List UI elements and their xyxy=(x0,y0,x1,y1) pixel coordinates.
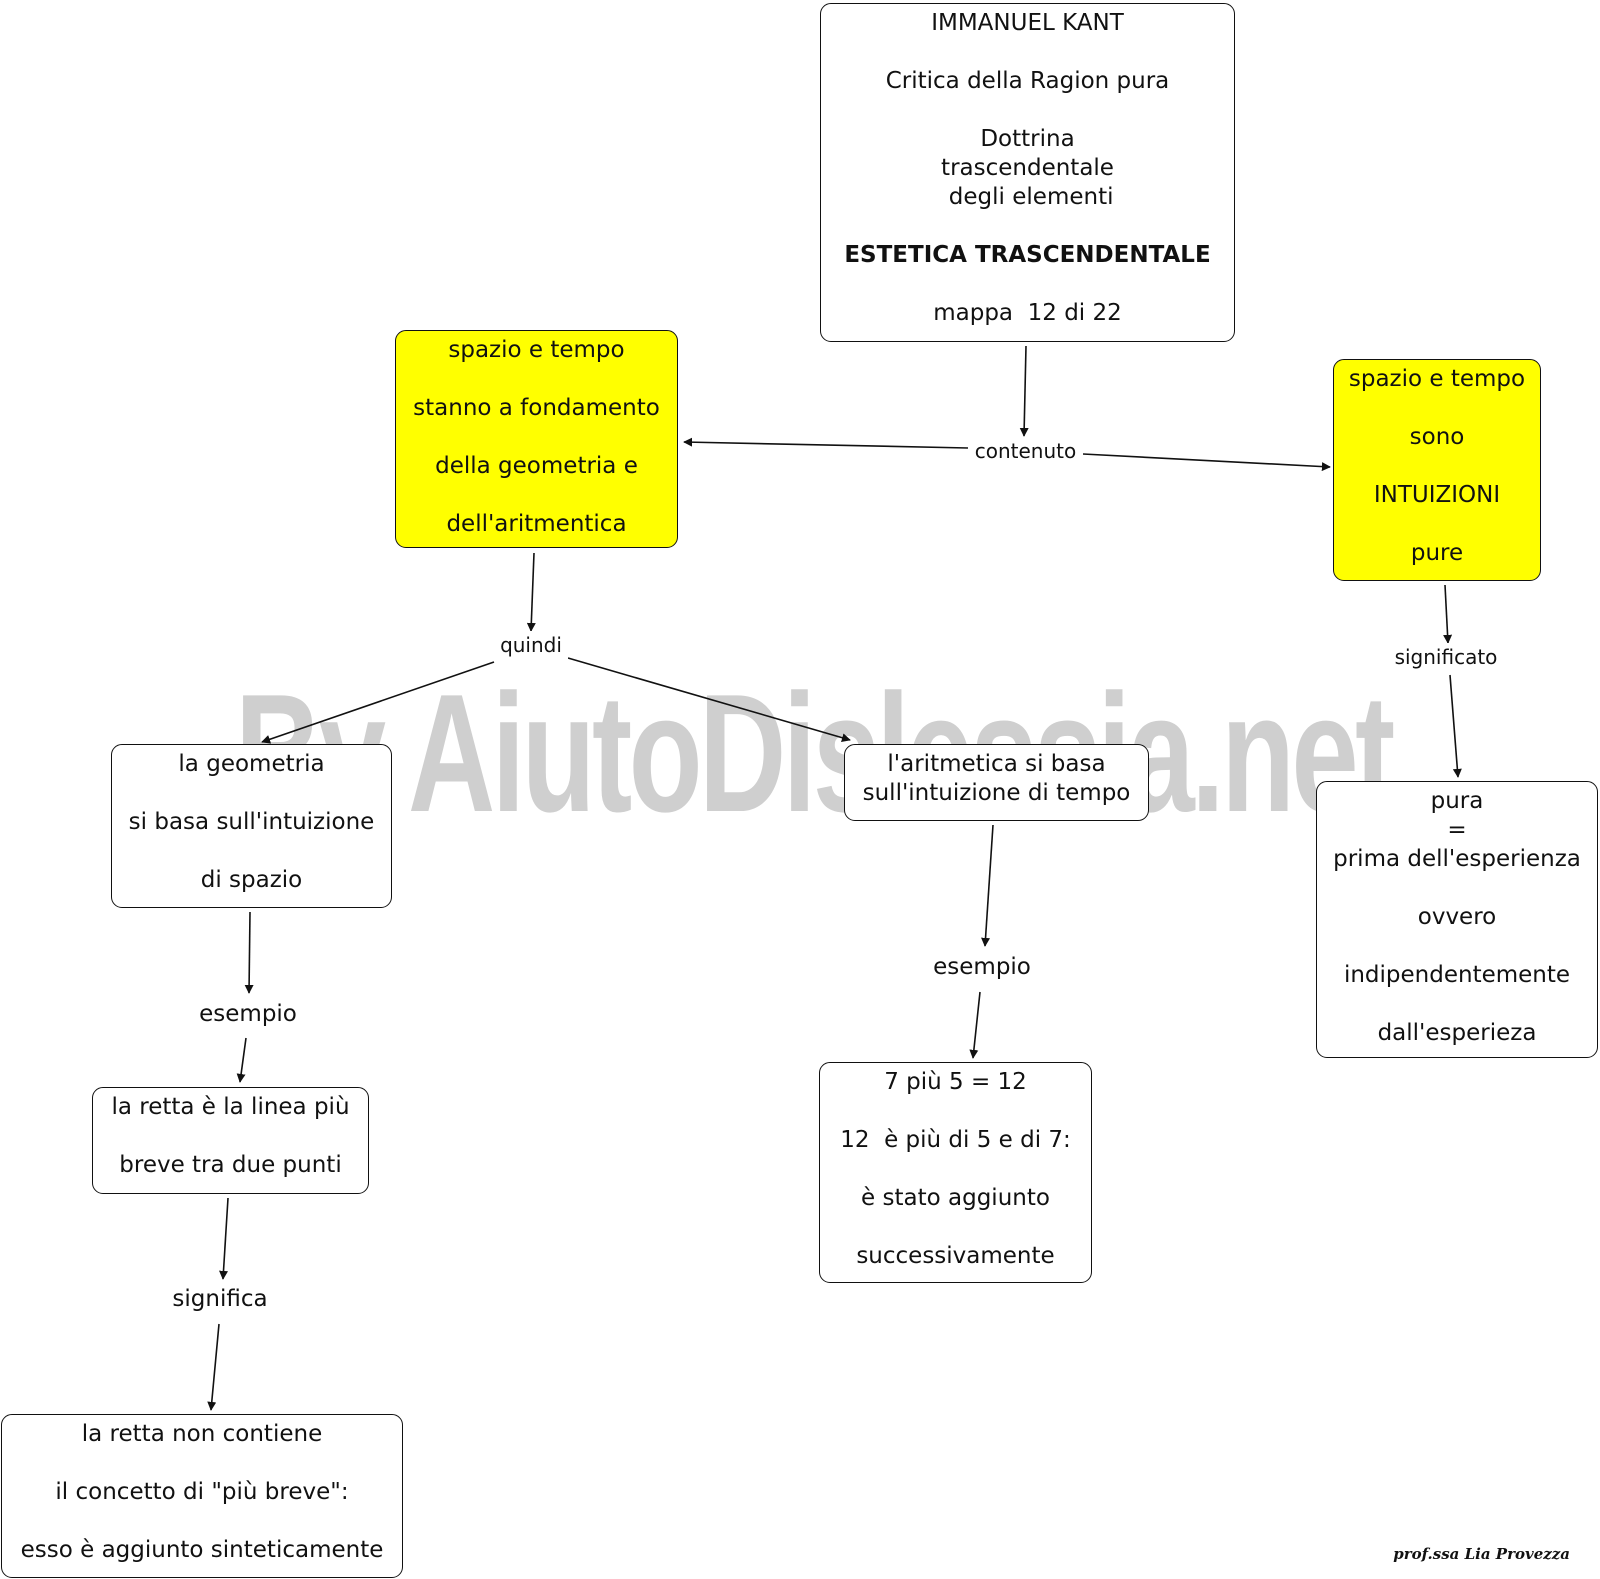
arrow-esempio-to-sum xyxy=(969,991,981,1059)
node-text-line xyxy=(820,1213,1091,1242)
node-text-line: indipendentemente xyxy=(1343,962,1571,988)
arrow-arithmetic-to-esempio xyxy=(981,824,994,947)
node-text-line xyxy=(396,365,677,394)
node-text-line: ESTETICA TRASCENDENTALE xyxy=(844,242,1211,268)
node-text-line: pure xyxy=(1410,540,1464,566)
node-text-line: IMMANUEL KANT xyxy=(931,10,1124,36)
node-text-line xyxy=(1317,874,1597,903)
node-text-line: dall'esperieza xyxy=(1377,1020,1537,1046)
node-text-line: spazio e tempo xyxy=(1348,366,1526,392)
node-text-line xyxy=(1334,510,1540,539)
link-label-significato: significato xyxy=(1385,643,1507,671)
node-text-line: la geometria xyxy=(178,751,325,777)
link-label-esempio-arithmetic: esempio xyxy=(926,953,1038,981)
node-text-line: degli elementi xyxy=(941,184,1114,210)
node-pure-meaning: pura = prima dell'esperienza ovvero indipend… xyxy=(1316,781,1598,1058)
node-text-line: la retta non contiene xyxy=(81,1421,323,1447)
node-text-line xyxy=(1317,990,1597,1019)
arrow-title-to-contenuto xyxy=(1019,345,1029,437)
node-foundation: spazio e tempo stanno a fondamento della g… xyxy=(395,330,678,548)
node-text-line: dell'aritmentica xyxy=(446,511,627,537)
arrow-significa-to-synthetic xyxy=(207,1323,220,1411)
node-text-line: l'aritmetica si basa xyxy=(887,751,1106,777)
node-line-example: la retta è la linea più breve tra due pun… xyxy=(92,1087,369,1194)
node-text-line xyxy=(821,96,1234,125)
node-text-line xyxy=(820,1097,1091,1126)
node-text-line: prima dell'esperienza xyxy=(1333,846,1581,872)
node-text-line xyxy=(2,1507,402,1536)
author-signature: prof.ssa Lia Provezza xyxy=(1393,1545,1570,1563)
node-text-line: ovvero xyxy=(1417,904,1497,930)
node-text-line: di spazio xyxy=(200,867,303,893)
node-text-line: 7 più 5 = 12 xyxy=(884,1069,1027,1095)
node-text-line: successivamente xyxy=(856,1243,1055,1269)
node-sum-example: 7 più 5 = 12 12 è più di 5 e di 7: è stato… xyxy=(819,1062,1092,1283)
node-text-line: = xyxy=(1447,817,1467,843)
arrow-line-to-significa xyxy=(219,1197,229,1280)
node-text-line: Critica della Ragion pura xyxy=(885,68,1170,94)
node-text-line: esso è aggiunto sinteticamente xyxy=(20,1537,384,1563)
arrow-contenuto-to-intuitions xyxy=(1082,453,1331,472)
node-synthetic: la retta non contiene il concetto di "più… xyxy=(1,1414,403,1578)
node-text-line xyxy=(2,1449,402,1478)
node-arithmetic: l'aritmetica si basa sull'intuizione di t… xyxy=(844,744,1149,821)
link-label-significa: significa xyxy=(163,1285,277,1313)
node-text-line: breve tra due punti xyxy=(119,1152,342,1178)
link-label-quindi: quindi xyxy=(494,631,568,659)
node-text-line: mappa 12 di 22 xyxy=(933,300,1122,326)
arrow-intuitions-to-significato xyxy=(1443,584,1453,644)
node-text-line: Dottrina xyxy=(980,126,1075,152)
node-text-line: sull'intuizione di tempo xyxy=(862,780,1131,806)
node-text-line: trascendentale xyxy=(941,155,1114,181)
node-text-line xyxy=(820,1155,1091,1184)
node-text-line xyxy=(821,212,1234,241)
node-geometry: la geometria si basa sull'intuizione di sp… xyxy=(111,744,392,908)
node-text-line: stanno a fondamento xyxy=(413,395,660,421)
node-text-line xyxy=(396,481,677,510)
node-text-line: 12 è più di 5 e di 7: xyxy=(840,1127,1071,1153)
node-text-line xyxy=(1317,932,1597,961)
node-text-line: sono xyxy=(1409,424,1465,450)
node-text-line: pura xyxy=(1430,788,1484,814)
node-text-line: è stato aggiunto xyxy=(861,1185,1050,1211)
node-text-line: spazio e tempo xyxy=(448,337,625,363)
node-text-line: il concetto di "più breve": xyxy=(55,1479,349,1505)
node-text-line xyxy=(112,837,391,866)
node-text-line: la retta è la linea più xyxy=(111,1094,350,1120)
node-text-line xyxy=(821,270,1234,299)
arrow-geometry-to-esempio xyxy=(244,911,254,994)
node-text-line xyxy=(396,423,677,452)
node-text-line: si basa sull'intuizione xyxy=(128,809,375,835)
arrow-foundation-to-quindi xyxy=(526,552,536,632)
arrow-significato-to-pure xyxy=(1449,674,1462,778)
arrow-quindi-to-geometry xyxy=(261,661,495,744)
node-text-line xyxy=(93,1122,368,1151)
node-text-line xyxy=(1334,394,1540,423)
arrow-esempio-to-line xyxy=(236,1037,247,1083)
arrow-quindi-to-arithmetic xyxy=(567,657,851,743)
arrow-contenuto-to-foundation xyxy=(683,437,969,449)
link-label-esempio-geometry: esempio xyxy=(192,1000,304,1028)
node-text-line: INTUIZIONI xyxy=(1373,482,1501,508)
node-text-line xyxy=(821,38,1234,67)
node-text-line: della geometria e xyxy=(435,453,638,479)
node-text-line xyxy=(112,779,391,808)
link-label-contenuto: contenuto xyxy=(968,437,1083,465)
node-text-line xyxy=(1334,452,1540,481)
